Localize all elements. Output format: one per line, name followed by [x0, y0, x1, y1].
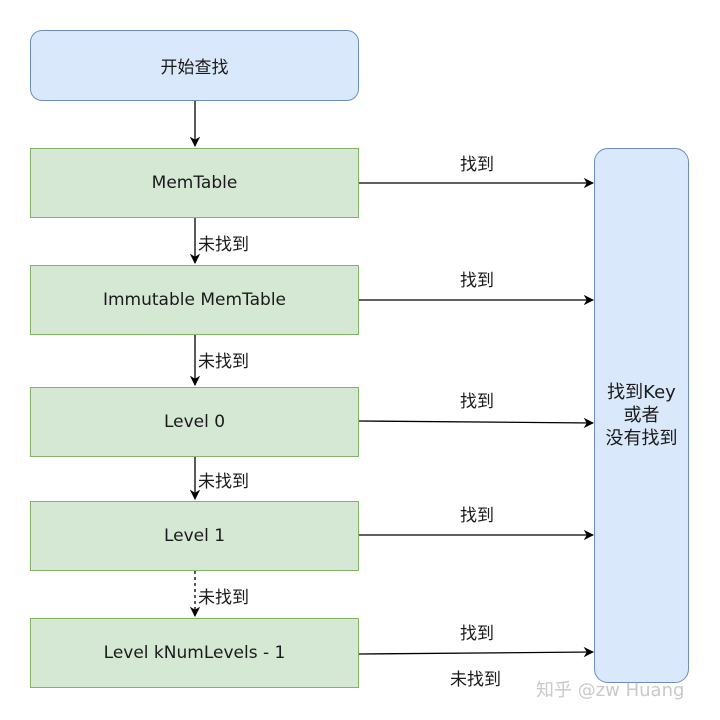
stage-label: MemTable — [151, 173, 238, 193]
stage-label: Level 1 — [163, 526, 226, 546]
not-found-label: 未找到 — [450, 670, 501, 690]
result-line: 或者 — [623, 405, 660, 426]
found-label: 找到 — [460, 506, 494, 526]
edge-level0-found — [358, 417, 595, 429]
not-found-label: 未找到 — [198, 472, 249, 492]
result-line: 没有找到 — [605, 428, 678, 449]
found-label: 找到 — [460, 271, 494, 291]
found-label: 找到 — [460, 155, 494, 175]
not-found-label: 未找到 — [198, 352, 249, 372]
edge-levelN-found — [358, 646, 595, 658]
stage-level-0: Level 0 — [30, 387, 359, 457]
stage-label: Level kNumLevels - 1 — [103, 643, 286, 663]
stage-level-1: Level 1 — [30, 501, 359, 571]
stage-label: Immutable MemTable — [102, 290, 286, 310]
found-label: 找到 — [460, 392, 494, 412]
not-found-label: 未找到 — [198, 235, 249, 255]
stage-label: Level 0 — [163, 412, 226, 432]
not-found-label: 未找到 — [198, 588, 249, 608]
result-line: 找到Key — [607, 382, 676, 403]
watermark: 知乎 @zw Huang — [536, 680, 685, 701]
stage-memtable: MemTable — [30, 148, 359, 218]
stage-immutable-memtable: Immutable MemTable — [30, 265, 359, 335]
stage-level-knumlevels: Level kNumLevels - 1 — [30, 618, 359, 688]
result-node: 找到Key 或者 没有找到 — [594, 148, 689, 683]
start-node-label: 开始查找 — [160, 58, 229, 78]
start-node: 开始查找 — [30, 30, 359, 101]
found-label: 找到 — [460, 624, 494, 644]
